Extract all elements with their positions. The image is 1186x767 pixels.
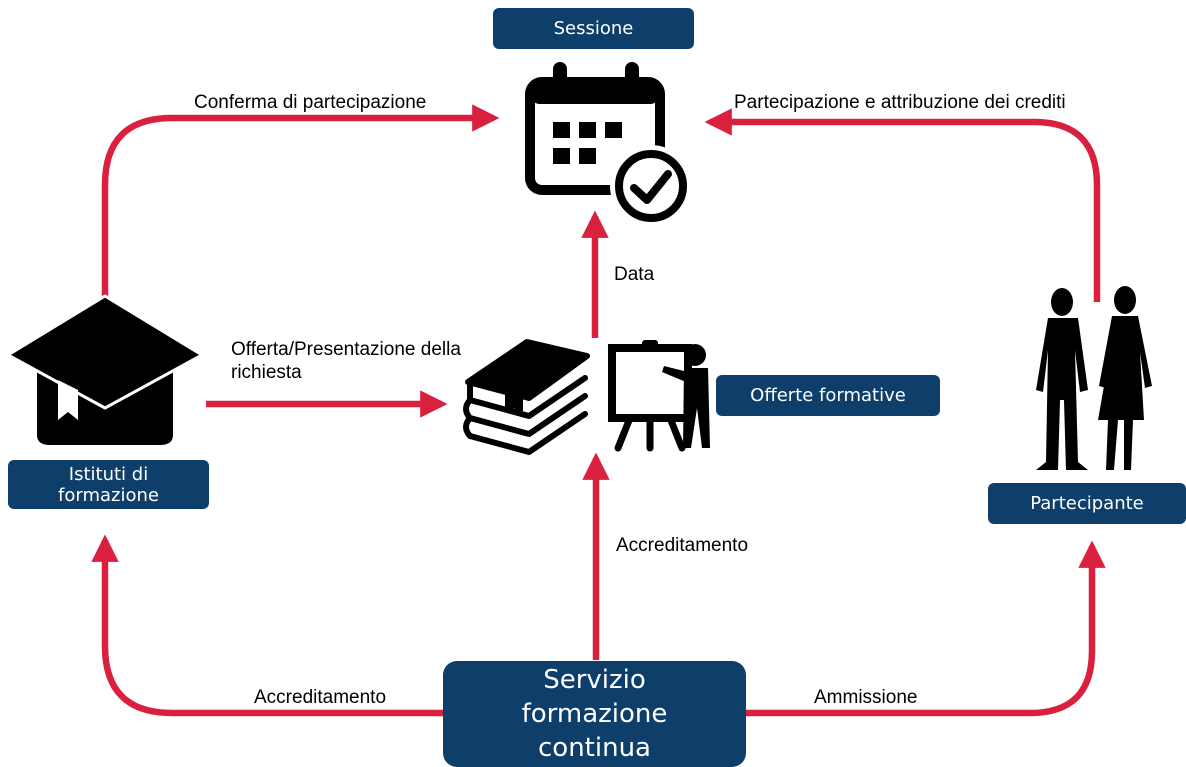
arrow-service-to-institutes bbox=[91, 534, 443, 717]
edge-label-confirm-participation: Conferma di partecipazione bbox=[194, 92, 427, 113]
presenter-icon bbox=[608, 340, 710, 452]
participant-box: Partecipante bbox=[988, 483, 1186, 524]
training-offers-label: Offerte formative bbox=[750, 385, 906, 406]
participant-label: Partecipante bbox=[1030, 493, 1144, 514]
session-box: Sessione bbox=[493, 8, 694, 49]
service-label: Servizio formazione continua bbox=[521, 665, 668, 763]
arrow-institutes-to-session bbox=[101, 104, 500, 300]
people-silhouette-icon bbox=[1036, 286, 1152, 470]
books-icon bbox=[463, 339, 590, 455]
edge-label-date: Data bbox=[614, 264, 655, 285]
arrow-service-to-participant bbox=[746, 540, 1106, 717]
training-offers-box: Offerte formative bbox=[716, 375, 940, 416]
training-institutes-box: Istituti di formazione bbox=[8, 460, 209, 509]
edge-label-offer-request: Offerta/Presentazione della richiesta bbox=[231, 339, 461, 383]
calendar-check-icon bbox=[525, 62, 692, 227]
edge-label-accreditation-institutes: Accreditamento bbox=[254, 687, 387, 708]
edge-label-admission: Ammissione bbox=[814, 687, 918, 708]
training-institutes-label: Istituti di formazione bbox=[58, 463, 159, 506]
service-box: Servizio formazione continua bbox=[443, 661, 746, 767]
edge-label-accreditation-offers: Accreditamento bbox=[616, 535, 749, 556]
arrow-participant-to-session bbox=[704, 108, 1101, 302]
edge-label-participation-credits: Partecipazione e attribuzione dei credit… bbox=[734, 92, 1066, 113]
graduation-cap-icon bbox=[6, 294, 204, 445]
session-label: Sessione bbox=[553, 18, 634, 39]
